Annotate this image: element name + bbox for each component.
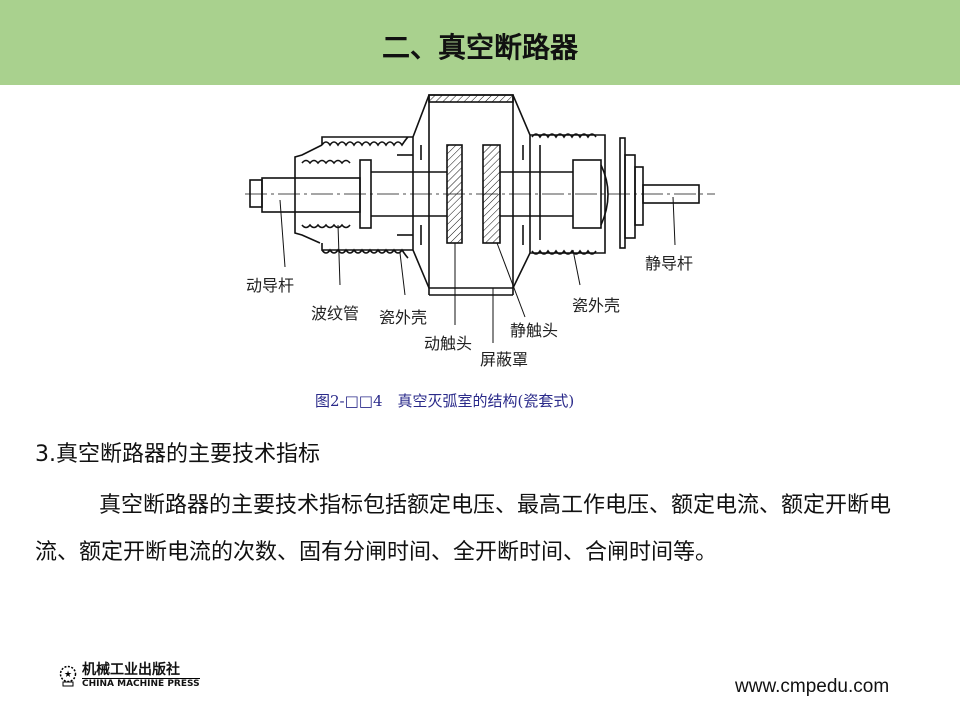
publisher-logo: ★ 机械工业出版社 CHINA MACHINE PRESS (58, 662, 200, 689)
label-ceramic-shell-right: 瓷外壳 (572, 296, 621, 315)
label-static-rod: 静导杆 (645, 254, 694, 273)
label-moving-rod: 动导杆 (246, 276, 295, 295)
publisher-name-en: CHINA MACHINE PRESS (82, 679, 200, 689)
section-heading: 3.真空断路器的主要技术指标 (35, 442, 320, 467)
gear-star-icon: ★ (59, 665, 77, 686)
label-bellows: 波纹管 (311, 304, 360, 323)
label-static-contact: 静触头 (510, 321, 559, 340)
moving-rod (249, 171, 447, 217)
label-ceramic-shell-left: 瓷外壳 (379, 308, 428, 327)
label-shield: 屏蔽罩 (480, 350, 529, 369)
vacuum-interrupter-diagram (245, 94, 715, 343)
leader-lines (279, 196, 676, 343)
slide-title: 二、真空断路器 (381, 31, 578, 64)
title-bar: 二、真空断路器 (0, 0, 960, 85)
svg-text:★: ★ (64, 670, 72, 680)
figure-caption: 图2-□□4 真空灭弧室的结构(瓷套式) (315, 392, 575, 410)
label-moving-contact: 动触头 (424, 334, 473, 353)
section-paragraph: 真空断路器的主要技术指标包括额定电压、最高工作电压、额定电流、额定开断电流、额定… (35, 493, 892, 565)
housing (412, 94, 531, 296)
website-url[interactable]: www.cmpedu.com (735, 676, 890, 697)
ceramic-shell-left (294, 136, 413, 259)
publisher-name-cn: 机械工业出版社 (82, 662, 200, 679)
ceramic-shell-right (500, 133, 700, 255)
